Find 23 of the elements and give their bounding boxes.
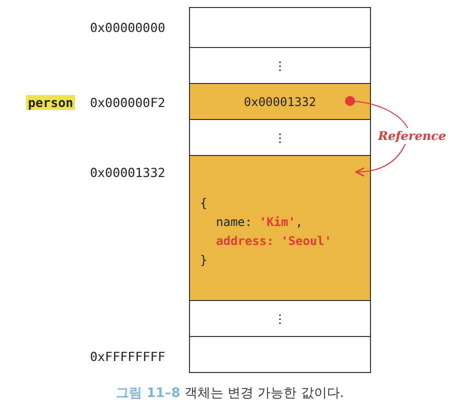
reference-arrow (345, 96, 410, 176)
memory-address: 0xFFFFFFFF (90, 349, 166, 364)
memory-cell-filled (189, 83, 371, 120)
memory-cell (189, 7, 371, 49)
memory-address: 0x00000000 (90, 20, 166, 35)
memory-cell (189, 300, 371, 337)
memory-cell (189, 336, 371, 373)
address-value: 0x00001332 (244, 94, 316, 108)
memory-cell (189, 47, 371, 84)
figure-caption: 그림 11–8 객체는 변경 가능한 값이다. (115, 385, 345, 402)
code-line: { (200, 195, 208, 212)
code-line: name: 'Kim', (215, 214, 303, 231)
memory-address: 0x00001332 (90, 165, 166, 180)
ellipsis-mark: ⋮ (274, 58, 286, 72)
ellipsis-mark: ⋮ (274, 312, 286, 326)
code-line: address: 'Seoul' (215, 233, 332, 250)
code-line: } (200, 252, 208, 269)
memory-address: 0x000000F2 (90, 95, 166, 110)
variable-name: person (26, 95, 76, 110)
edge-label: Reference (376, 128, 448, 144)
memory-cell-filled (189, 155, 371, 301)
memory-cell (189, 119, 371, 156)
ellipsis-mark: ⋮ (274, 130, 286, 144)
